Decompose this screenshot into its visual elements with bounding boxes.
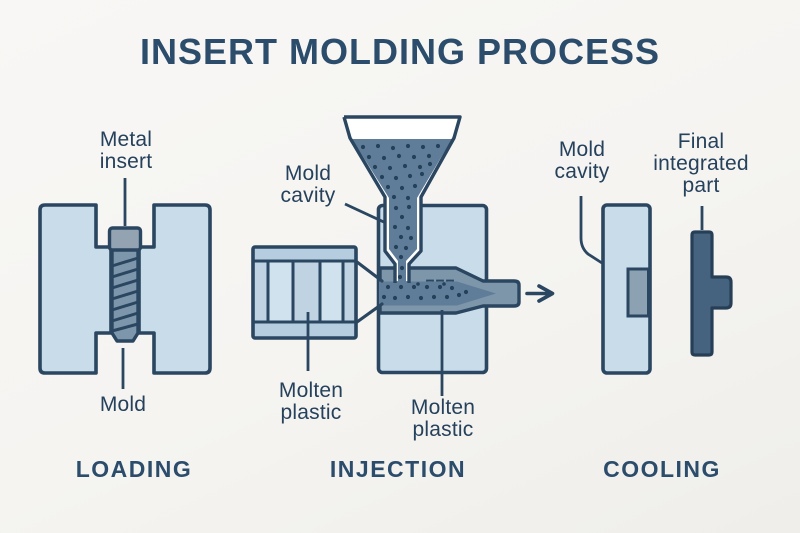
heater-box-top-band [253,247,356,261]
label-mold: Mold [99,393,147,416]
mold-cavity-slab [626,267,650,318]
metal-insert-bolt [107,226,143,343]
loading-mold-left-half [38,203,113,375]
injection-stage-graphic [251,115,521,396]
label-molten-plastic-left: Molten plastic [278,379,344,424]
page-title: INSERT MOLDING PROCESS [139,31,661,72]
heater-box-bottom-band [253,322,356,338]
stage-title-cooling: COOLING [603,456,721,482]
cooling-stage-graphic [579,196,733,375]
label-molten-plastic-right: Molten plastic [410,396,476,441]
loading-mold-right-half [137,203,212,375]
molten-channel-pellets [381,282,469,301]
molten-channel-fill [379,281,496,306]
label-mold-cavity-injection: Mold cavity [280,162,336,207]
heater-box-dividers [253,259,356,324]
hopper-material-fill [352,139,452,283]
stage-title-injection: INJECTION [329,456,467,482]
loading-stage-graphic [38,178,212,389]
label-final-integrated-part: Final integrated part [653,130,749,197]
heater-box-outline [251,245,358,340]
bolt-thread-lines [111,256,139,333]
mold-cavity-leader-line [344,202,387,225]
cooling-mold-cavity-leader-line [579,196,603,265]
hopper-funnel [342,115,462,283]
arrow-right-icon [525,284,555,303]
label-metal-insert: Metal insert [99,128,153,173]
box-to-barrel-connector-lines [355,260,384,324]
label-mold-cavity-cooling: Mold cavity [554,138,610,183]
final-part-shape [690,230,733,357]
hopper-pellet-dots [360,143,441,280]
heater-box-stripes [253,261,356,322]
stage-title-loading: LOADING [75,456,193,482]
heater-band-box [251,245,358,340]
bolt-head [107,226,143,252]
